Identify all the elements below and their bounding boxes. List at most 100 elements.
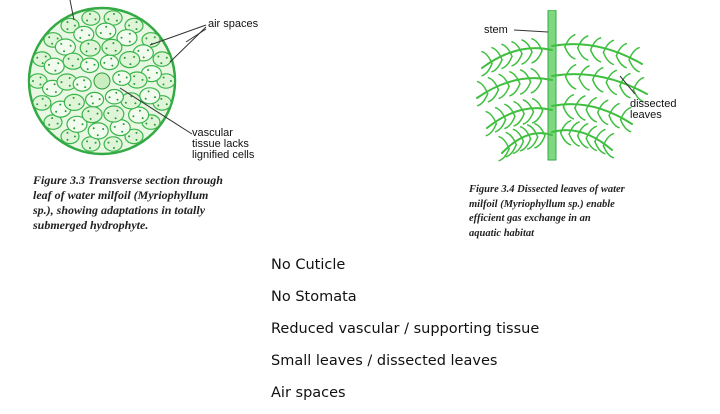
chloroplast-dot bbox=[54, 70, 56, 72]
leaf-segment bbox=[522, 52, 532, 64]
leaf-segment bbox=[593, 80, 603, 92]
chloroplast-dot bbox=[137, 50, 139, 52]
leaf-segment bbox=[521, 70, 531, 82]
chloroplast-dot bbox=[68, 58, 70, 60]
chloroplast-dot bbox=[84, 86, 86, 88]
chloroplast-dot bbox=[148, 77, 150, 79]
leaf-segment bbox=[565, 47, 575, 59]
chloroplast-dot bbox=[148, 90, 150, 92]
chloroplast-dot bbox=[116, 110, 118, 112]
leaf-segment bbox=[591, 50, 601, 62]
chloroplast-dot bbox=[145, 37, 147, 39]
chloroplast-dot bbox=[39, 84, 41, 86]
chloroplast-dot bbox=[110, 58, 112, 60]
leaf-segment bbox=[532, 51, 542, 63]
leaf-segment bbox=[563, 107, 573, 119]
list-item: No Cuticle bbox=[271, 254, 539, 286]
leaf-segment bbox=[488, 90, 498, 102]
leaf-segment bbox=[609, 116, 619, 128]
leaf-segment bbox=[620, 86, 630, 98]
chloroplast-dot bbox=[73, 127, 75, 129]
figure-3-3-caption: Figure 3.3 Transverse section through le… bbox=[33, 173, 273, 233]
cell-shape bbox=[64, 94, 84, 110]
chloroplast-dot bbox=[86, 20, 88, 22]
chloroplast-dot bbox=[136, 132, 138, 134]
chloroplast-dot bbox=[45, 56, 47, 58]
cell-shape bbox=[86, 92, 104, 106]
figure-3-4-caption: Figure 3.4 Dissected leaves of water mil… bbox=[469, 183, 699, 241]
leaf-segment bbox=[531, 81, 541, 93]
chloroplast-dot bbox=[40, 77, 42, 79]
chloroplast-dot bbox=[94, 64, 96, 66]
chloroplast-dot bbox=[113, 147, 115, 149]
leaf-segment bbox=[575, 96, 585, 108]
chloroplast-dot bbox=[108, 142, 110, 144]
chloroplast-dot bbox=[32, 80, 34, 82]
leaf-segment bbox=[499, 86, 509, 98]
chloroplast-dot bbox=[78, 103, 80, 105]
cell-shape bbox=[82, 11, 100, 25]
chloroplast-dot bbox=[54, 83, 56, 85]
chloroplast-dot bbox=[48, 124, 50, 126]
cell-shape bbox=[88, 123, 108, 139]
chloroplast-dot bbox=[116, 20, 118, 22]
chloroplast-dot bbox=[86, 50, 88, 52]
chloroplast-dot bbox=[142, 117, 144, 119]
chloroplast-dot bbox=[55, 91, 57, 93]
cell-shape bbox=[153, 52, 171, 66]
chloroplast-dot bbox=[48, 36, 50, 38]
leaf-segment bbox=[522, 40, 532, 52]
chloroplast-dot bbox=[157, 56, 159, 58]
chloroplast-dot bbox=[95, 142, 97, 144]
chloroplast-dot bbox=[160, 62, 162, 64]
chloroplast-dot bbox=[154, 96, 156, 98]
cell-shape bbox=[113, 71, 131, 85]
chloroplast-dot bbox=[67, 28, 69, 30]
chloroplast-dot bbox=[145, 98, 147, 100]
list-item: Air spaces bbox=[271, 382, 539, 414]
leaf-segment bbox=[523, 112, 533, 124]
label-air-spaces: air spaces bbox=[208, 19, 258, 30]
chloroplast-dot bbox=[112, 42, 114, 44]
cell-shape bbox=[104, 137, 122, 151]
cell-shape bbox=[104, 106, 124, 122]
label-vascular-tissue: vascular tissue lacks lignified cells bbox=[192, 128, 254, 161]
chloroplast-dot bbox=[100, 32, 102, 34]
chloroplast-dot bbox=[163, 84, 165, 86]
vascular-core bbox=[94, 73, 110, 89]
leaf-segment bbox=[506, 133, 516, 145]
leaf-segment bbox=[633, 78, 643, 90]
chloroplast-dot bbox=[129, 41, 131, 43]
cell-shape bbox=[105, 90, 123, 104]
leaf-segment bbox=[502, 56, 512, 68]
chloroplast-dot bbox=[93, 127, 95, 129]
chloroplast-dot bbox=[81, 29, 83, 31]
chloroplast-dot bbox=[73, 97, 75, 99]
chloroplast-dot bbox=[91, 95, 93, 97]
cell-shape bbox=[63, 53, 83, 69]
caption-2-line-4: aquatic habitat bbox=[469, 228, 534, 239]
chloroplast-dot bbox=[136, 28, 138, 30]
leaf-segment bbox=[535, 136, 545, 148]
cell-shape bbox=[82, 107, 102, 123]
chloroplast-dot bbox=[69, 104, 71, 106]
chloroplast-dot bbox=[147, 49, 149, 51]
chloroplast-dot bbox=[115, 92, 117, 94]
chloroplast-dot bbox=[99, 98, 101, 100]
chloroplast-dot bbox=[121, 37, 123, 39]
chloroplast-dot bbox=[36, 57, 38, 59]
label-dissected-line-2: leaves bbox=[630, 110, 676, 121]
chloroplast-dot bbox=[89, 13, 91, 15]
chloroplast-dot bbox=[87, 110, 89, 112]
chloroplast-dot bbox=[90, 118, 92, 120]
chloroplast-dot bbox=[51, 43, 53, 45]
chloroplast-dot bbox=[157, 105, 159, 107]
chloroplast-dot bbox=[125, 102, 127, 104]
leaf-segment bbox=[586, 110, 596, 122]
leaf-segment bbox=[514, 114, 524, 126]
adaptations-list: No Cuticle No Stomata Reduced vascular /… bbox=[271, 254, 539, 414]
chloroplast-dot bbox=[166, 103, 168, 105]
chloroplast-dot bbox=[107, 112, 109, 114]
chloroplast-dot bbox=[134, 102, 136, 104]
leaf-segment bbox=[482, 52, 492, 64]
